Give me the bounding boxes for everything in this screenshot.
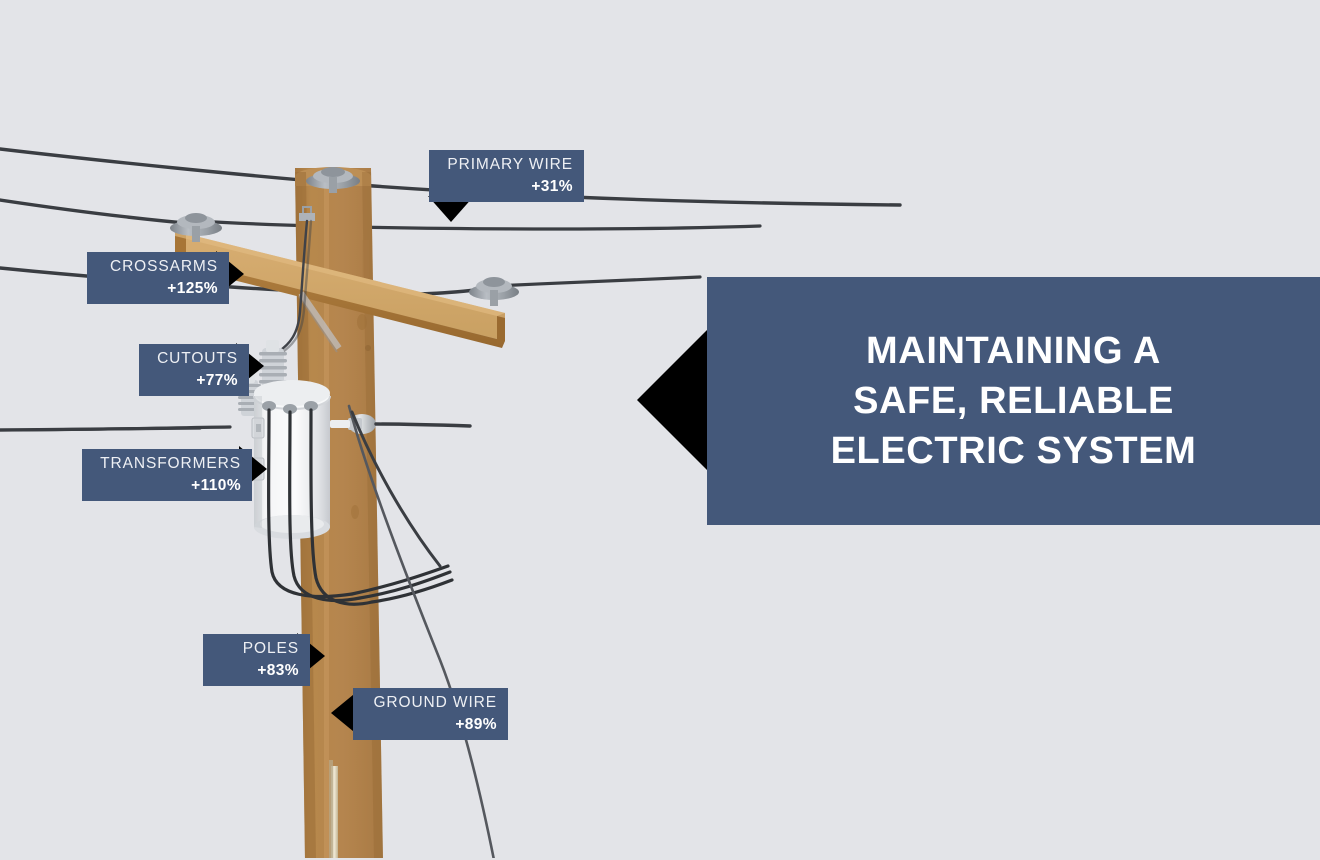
- callout-title-poles: POLES: [242, 640, 299, 657]
- callout-title-primary-wire: PRIMARY WIRE: [447, 156, 573, 173]
- callout-primary-wire[interactable]: PRIMARY WIRE +31%: [429, 150, 584, 202]
- callout-title-cutouts: CUTOUTS: [157, 350, 238, 367]
- crossarm: [175, 228, 505, 353]
- pole-ground-strip: [329, 760, 338, 860]
- callout-title-ground-wire: GROUND WIRE: [373, 694, 497, 711]
- callout-title-crossarms: CROSSARMS: [109, 258, 218, 275]
- banner-line-2: SAFE, RELIABLE: [853, 379, 1174, 422]
- ground-wire: [347, 404, 496, 860]
- callout-crossarms[interactable]: CROSSARMS +125%: [87, 252, 229, 304]
- crossarm-left-insulator: [170, 213, 222, 242]
- banner-arrow-icon: [637, 330, 707, 470]
- transformer-bushings: [262, 401, 318, 414]
- secondary-service-wires: [267, 408, 374, 606]
- callout-ground-wire[interactable]: GROUND WIRE +89%: [353, 688, 508, 740]
- callout-poles[interactable]: POLES +83%: [203, 634, 310, 686]
- crossarm-right-insulator: [469, 277, 519, 306]
- callout-value-ground-wire: +89%: [455, 715, 497, 733]
- callout-title-transformers: TRANSFORMERS: [100, 455, 241, 472]
- callout-value-crossarms: +125%: [167, 279, 218, 297]
- callout-cutouts[interactable]: CUTOUTS +77%: [139, 344, 249, 396]
- pole-top-insulator: [306, 167, 360, 193]
- callout-value-transformers: +110%: [191, 476, 241, 494]
- callout-value-poles: +83%: [257, 661, 299, 679]
- callout-transformers[interactable]: TRANSFORMERS +110%: [82, 449, 252, 501]
- banner-line-1: MAINTAINING A: [866, 329, 1161, 372]
- jumper-clamp: [299, 206, 315, 221]
- callout-value-primary-wire: +31%: [531, 177, 573, 195]
- callout-value-cutouts: +77%: [196, 371, 238, 389]
- banner-line-3: ELECTRIC SYSTEM: [830, 430, 1197, 473]
- jumper-wire: [276, 219, 313, 354]
- neutral-messenger-wire: [0, 422, 472, 432]
- headline-banner: MAINTAINING A SAFE, RELIABLE ELECTRIC SY…: [707, 277, 1320, 525]
- down-guy-wire: [350, 410, 442, 568]
